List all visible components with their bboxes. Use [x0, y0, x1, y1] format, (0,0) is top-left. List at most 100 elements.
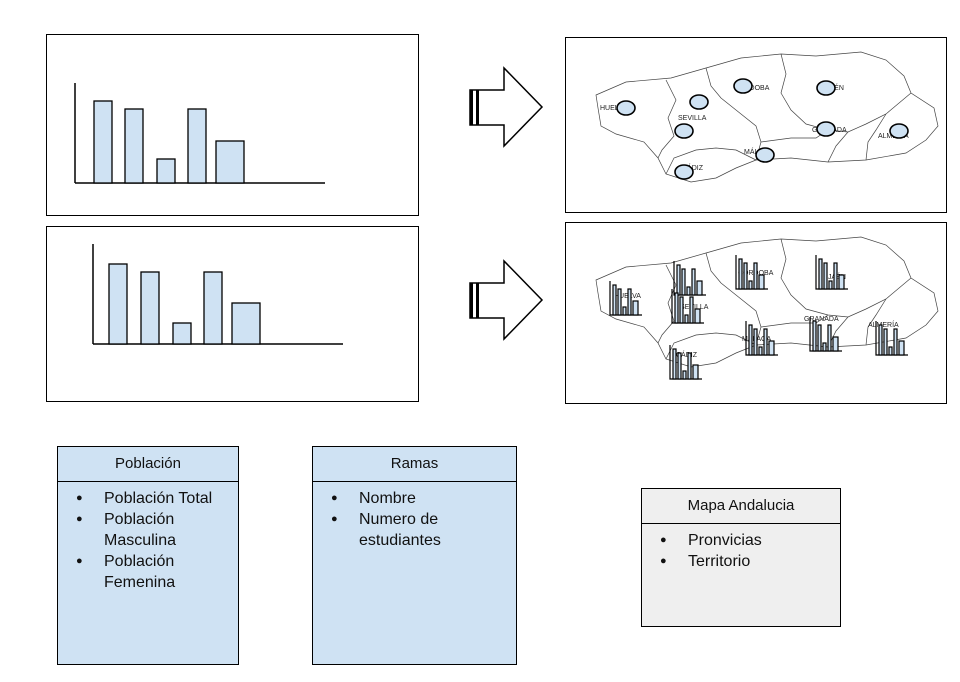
bar-chart-2	[92, 244, 343, 345]
list-item: Territorio	[660, 551, 840, 572]
mini-bar	[898, 340, 905, 356]
card-ramas: Ramas Nombre Numero de estudiantes	[312, 446, 517, 665]
list-item: Numero de estudiantes	[331, 509, 516, 551]
mini-bar-charts	[609, 255, 908, 380]
mini-bar	[632, 300, 639, 316]
bar	[156, 158, 176, 184]
map-label-granada: GRANADA	[804, 316, 839, 323]
map-label-huelva: HUELVA	[600, 105, 627, 112]
mini-bar	[812, 320, 817, 352]
mini-bar	[691, 268, 696, 296]
bar	[124, 108, 144, 184]
card-poblacion: Población Población Total Población Masc…	[57, 446, 239, 665]
arrow-right-icon	[469, 259, 544, 341]
card-ramas-list: Nombre Numero de estudiantes	[313, 482, 516, 551]
mini-bar	[748, 324, 753, 356]
map-marker	[674, 164, 694, 180]
mini-bar	[883, 328, 888, 356]
map-label-almeria: ALMERÍA	[868, 320, 899, 329]
map-panel-charts: HUELVA SEVILLA CÓRDOBA JAÉN GRANADA ALME…	[565, 222, 947, 404]
mini-bar	[694, 308, 701, 324]
map-marker	[689, 94, 709, 110]
mini-bar	[622, 306, 627, 316]
mini-bar	[686, 286, 691, 296]
bar	[203, 271, 223, 345]
card-mapa-list: Pronvicias Territorio	[642, 524, 840, 572]
card-poblacion-list: Población Total Población Masculina Pobl…	[58, 482, 238, 593]
card-mapa-title: Mapa Andalucia	[642, 489, 840, 524]
arrow-right-icon	[469, 66, 544, 148]
mini-bar	[822, 342, 827, 352]
mini-bar	[696, 280, 703, 296]
mini-bar-chart	[673, 261, 706, 296]
list-item: Población Femenina	[76, 551, 238, 593]
andalucia-map-charts: HUELVA SEVILLA CÓRDOBA JAÉN GRANADA ALME…	[595, 236, 939, 380]
map-label-cadiz: CÁDIZ	[682, 163, 704, 172]
mini-bar	[753, 262, 758, 290]
list-item: Población Total	[76, 488, 238, 509]
map-label-cadiz: CÁDIZ	[676, 350, 698, 359]
mini-bar	[838, 274, 845, 290]
mini-bar	[679, 296, 684, 324]
mini-bar	[893, 328, 898, 356]
list-item: Población Masculina	[76, 509, 238, 551]
card-ramas-title: Ramas	[313, 447, 516, 482]
map-marker	[889, 123, 909, 139]
bar	[172, 322, 192, 345]
map-label-sevilla: SEVILLA	[680, 304, 709, 311]
list-item: Nombre	[331, 488, 516, 509]
mini-bar	[827, 324, 832, 352]
mini-bar	[768, 340, 775, 356]
map-marker	[733, 78, 753, 94]
mini-bar	[818, 258, 823, 290]
mini-bar	[676, 264, 681, 296]
mini-bar	[817, 324, 822, 352]
map-marker	[674, 123, 694, 139]
mini-bar-chart	[735, 255, 768, 290]
map-panel-markers: HUELVA SEVILLA CÓRDOBA JAÉN GRANADA ALME…	[565, 37, 947, 213]
mini-bar	[684, 314, 689, 324]
mini-bar	[743, 262, 748, 290]
mini-bar	[888, 346, 893, 356]
mini-bar-chart	[809, 317, 842, 352]
mini-bar	[753, 328, 758, 356]
list-item: Pronvicias	[660, 530, 840, 551]
mini-bar	[828, 280, 833, 290]
bar	[215, 140, 245, 184]
map-label-sevilla: SEVILLA	[678, 115, 707, 122]
mini-bar	[823, 262, 828, 290]
mini-bar	[692, 364, 699, 380]
bar	[108, 263, 128, 345]
mini-bar-chart	[815, 255, 848, 290]
mini-bar	[758, 274, 765, 290]
mini-bar	[672, 348, 677, 380]
mini-bar	[878, 324, 883, 356]
mini-bar	[617, 288, 622, 316]
bar	[140, 271, 160, 345]
mini-bar-chart	[669, 345, 702, 380]
card-mapa: Mapa Andalucia Pronvicias Territorio	[641, 488, 841, 627]
mini-bar	[687, 352, 692, 380]
bar-chart-1	[74, 83, 325, 184]
mini-bar	[677, 352, 682, 380]
mini-bar-chart	[609, 281, 642, 316]
mini-bar	[682, 370, 687, 380]
mini-bar	[758, 346, 763, 356]
mini-bar	[689, 296, 694, 324]
bar	[231, 302, 261, 345]
mini-bar	[763, 328, 768, 356]
mini-bar	[674, 292, 679, 324]
mini-bar-chart	[671, 289, 704, 324]
bar-chart-panel-1	[46, 34, 419, 216]
bar-chart-panel-2	[46, 226, 419, 402]
map-marker	[616, 100, 636, 116]
mini-bar	[627, 288, 632, 316]
mini-bar-chart	[745, 321, 778, 356]
mini-bar	[612, 284, 617, 316]
bar	[187, 108, 207, 184]
mini-bar	[832, 336, 839, 352]
mini-bar	[748, 280, 753, 290]
card-poblacion-title: Población	[58, 447, 238, 482]
map-marker	[755, 147, 775, 163]
mini-bar	[681, 268, 686, 296]
